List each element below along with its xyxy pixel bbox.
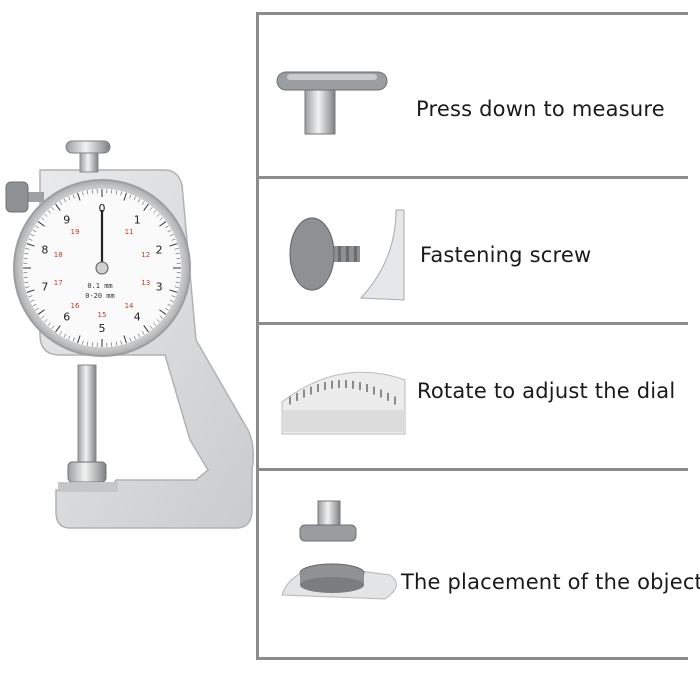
fastening-screw-icon — [289, 209, 405, 301]
spindle-rod — [77, 364, 97, 466]
panel-left-border — [256, 12, 259, 660]
anvil-placement-icon — [281, 500, 397, 600]
side-screw-knob — [5, 181, 29, 213]
dial-number: 8 — [41, 243, 48, 256]
dial-number-inner: 18 — [54, 251, 63, 259]
dial-text-line1: 0.1 mm — [87, 282, 112, 290]
dial-number-inner: 14 — [125, 302, 134, 310]
dial-text-line2: 0-20 mm — [85, 292, 115, 300]
dial-number: 9 — [63, 213, 70, 226]
feature-label-screw: Fastening screw — [420, 243, 592, 267]
divider-2 — [256, 322, 688, 325]
dial-bezel-icon — [281, 371, 406, 435]
feature-label-placement: The placement of the object — [401, 570, 700, 594]
feature-label-dial: Rotate to adjust the dial — [417, 379, 676, 403]
panel-top-border — [256, 12, 688, 15]
dial-number: 0 — [99, 202, 106, 215]
anvil-base — [58, 482, 118, 492]
press-button-icon — [276, 71, 388, 135]
dial-number: 5 — [99, 322, 106, 335]
dial-number-inner: 17 — [54, 279, 63, 287]
dial-number: 2 — [156, 243, 163, 256]
dial-number-inner: 11 — [125, 228, 134, 236]
dial-ticks — [23, 189, 181, 347]
dial-number: 3 — [156, 281, 163, 294]
side-screw-stem — [24, 192, 44, 202]
top-plunger-cap — [65, 140, 111, 154]
dial-number-inner: 12 — [141, 251, 150, 259]
dial-number: 1 — [134, 213, 141, 226]
divider-3 — [256, 468, 688, 471]
dial-number-inner: 15 — [98, 311, 107, 319]
dial-number: 4 — [134, 311, 141, 324]
feature-label-press: Press down to measure — [416, 97, 665, 121]
dial-number: 6 — [63, 311, 70, 324]
dial-number-inner: 19 — [71, 228, 80, 236]
needle-hub — [95, 261, 109, 275]
dial-number: 7 — [41, 281, 48, 294]
dial-number-inner: 16 — [71, 302, 80, 310]
spindle-tip — [67, 461, 107, 483]
panel-bottom-border — [256, 657, 688, 660]
dial-number-inner: 13 — [141, 279, 150, 287]
divider-1 — [256, 176, 688, 179]
